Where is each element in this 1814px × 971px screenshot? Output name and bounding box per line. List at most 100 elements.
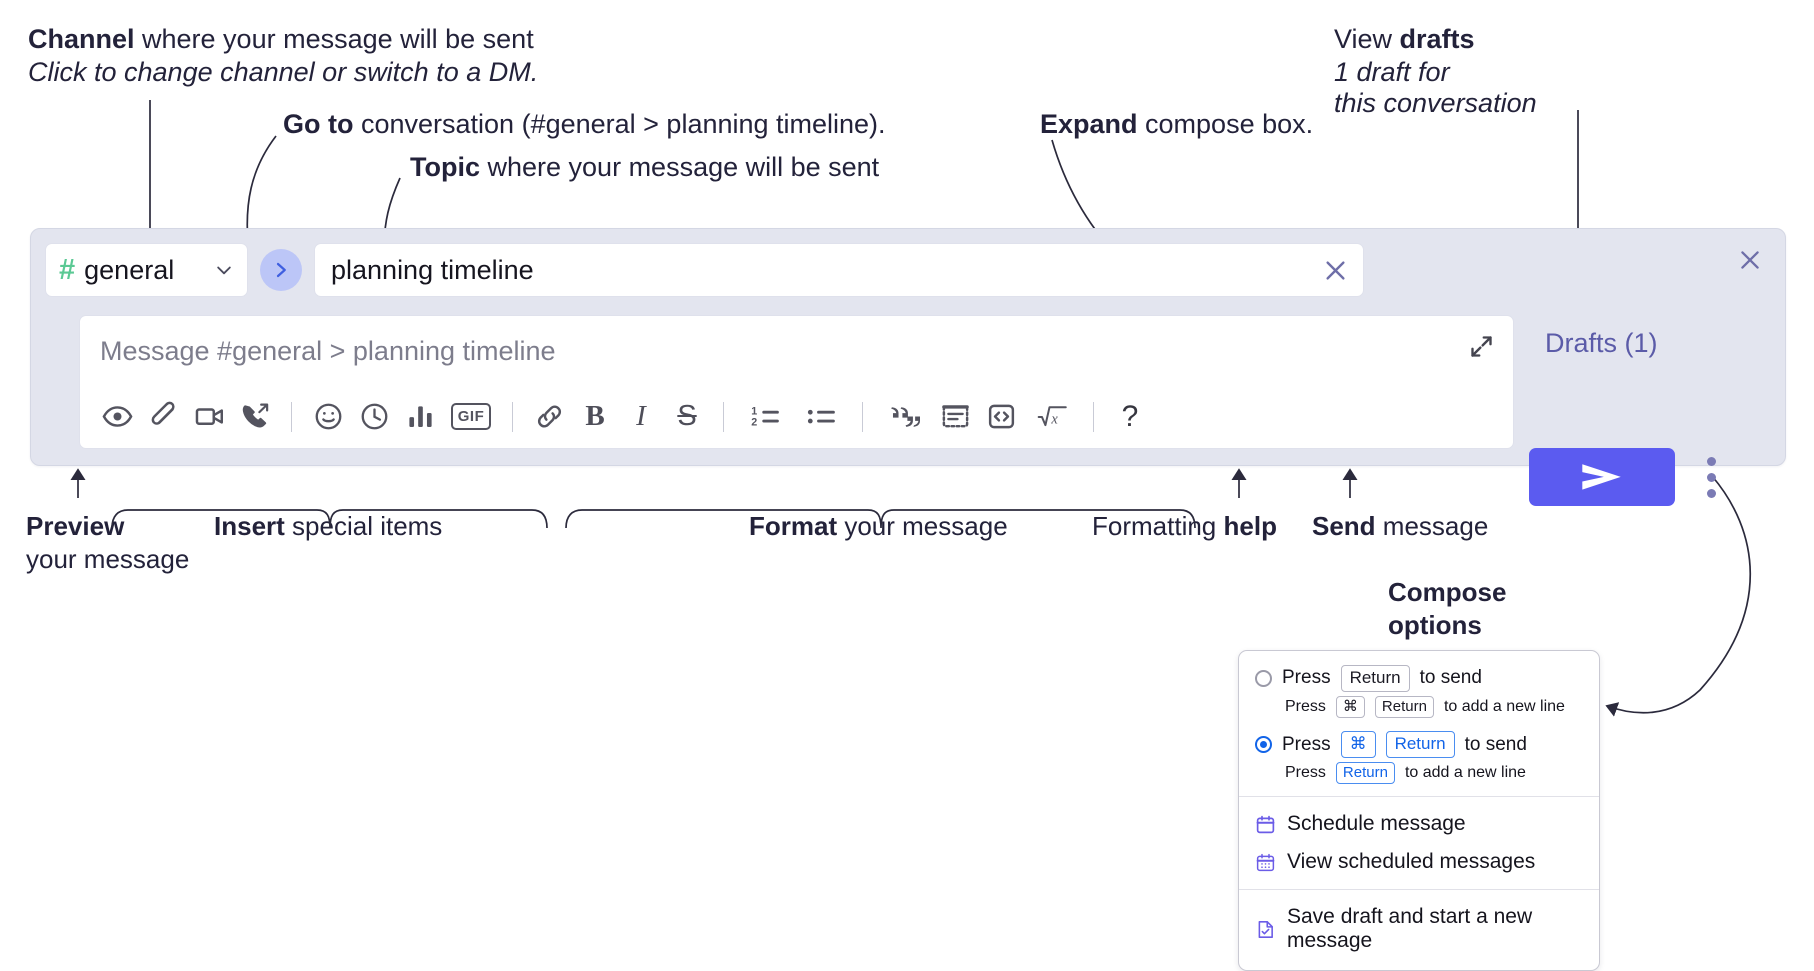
svg-text:1: 1 [751,406,757,418]
attachment-icon[interactable] [140,394,186,440]
annotation-channel-bold: Channel [28,24,135,54]
annotation-format: Format your message [749,510,1008,543]
annotation-topic-bold: Topic [410,152,480,182]
annotation-expand-bold: Expand [1040,109,1138,139]
annotation-drafts-line3: this conversation [1334,86,1537,121]
close-icon[interactable] [1733,243,1767,277]
channel-name: general [84,254,175,285]
annotation-drafts-pre: View [1334,24,1400,54]
gif-label: GIF [450,403,492,430]
menu-item-label: View scheduled messages [1287,850,1536,874]
annotation-expand: Expand compose box. [1040,107,1313,142]
chevron-down-icon [214,260,234,280]
menu-divider [1239,796,1599,798]
annotation-insert-bold: Insert [214,511,285,541]
svg-text:x: x [1050,411,1058,427]
annotation-channel-sub-text: Click to change channel or switch to a D… [28,57,539,87]
code-icon[interactable] [978,394,1024,440]
italic-icon[interactable]: I [618,394,664,440]
send-shortcut-options: Press Return to send Press ⌘ Return to a… [1239,651,1599,796]
send-icon [1582,464,1621,490]
send-option-cmd-return[interactable]: Press ⌘ Return to send [1239,729,1599,760]
compose-panel: # general planning timeline [30,228,1786,466]
annotation-send-rest: message [1375,511,1489,541]
annotation-drafts-line3-text: this conversation [1334,88,1537,118]
annotation-preview-bold: Preview [26,511,125,541]
clock-icon[interactable] [351,394,397,440]
radio-selected[interactable] [1255,736,1272,754]
gif-icon[interactable]: GIF [443,394,499,440]
annotation-compose-options-bold1: Compose [1388,577,1507,607]
italic-label: I [636,400,646,432]
annotation-preview-line2-text: your message [26,544,190,574]
send-button[interactable] [1529,448,1675,506]
annotation-goto-rest: conversation (#general > planning timeli… [353,109,886,139]
annotation-goto: Go to conversation (#general > planning … [283,107,886,142]
video-icon[interactable] [186,394,232,440]
annotation-drafts-line2-text: 1 draft for [1334,57,1450,87]
calendar-icon [1256,815,1275,834]
key-return: Return [1374,695,1434,719]
menu-item-label: Save draft and start a new message [1287,905,1533,953]
preview-icon[interactable] [94,394,140,440]
key-return: Return [1340,665,1410,692]
topic-input[interactable]: planning timeline [314,243,1364,297]
key-command: ⌘ [1340,731,1376,759]
strikethrough-label: S [677,400,697,432]
annotation-drafts-bold: drafts [1399,24,1475,54]
annotated-compose-diagram: Channel where your message will be sent … [26,22,1786,971]
option-press-label: Press [1282,733,1331,755]
poll-icon[interactable] [397,394,443,440]
code-block-icon[interactable] [932,394,978,440]
option-suffix: to send [1419,667,1482,689]
help-icon[interactable]: ? [1107,394,1153,440]
annotation-help-bold: help [1223,511,1277,541]
emoji-icon[interactable] [305,394,351,440]
annotation-insert-rest: special items [284,511,443,541]
help-label: ? [1121,399,1139,433]
drafts-link[interactable]: Drafts (1) [1545,328,1658,358]
toolbar-separator [291,401,292,432]
annotation-help: Formatting help [1092,510,1277,543]
math-icon[interactable]: x [1024,394,1080,440]
topic-value: planning timeline [331,254,534,285]
annotation-preview: Preview [26,510,124,543]
option-suffix: to send [1464,733,1527,755]
annotation-send: Send message [1312,510,1488,543]
strikethrough-icon[interactable]: S [664,394,710,440]
annotation-compose-options-1: Compose [1388,576,1506,609]
compose-header: # general planning timeline [45,243,1364,297]
annotation-drafts-line2: 1 draft for [1334,55,1450,90]
message-editor[interactable]: Message #general > planning timeline [79,315,1514,449]
more-vertical-icon [1706,488,1716,498]
menu-item-view-scheduled[interactable]: View scheduled messages [1239,843,1599,881]
calendar-grid-icon [1256,853,1275,871]
menu-item-save-draft[interactable]: Save draft and start a new message [1239,898,1599,960]
ordered-list-icon[interactable]: 1 2 [737,394,793,440]
more-vertical-icon [1706,472,1716,482]
sub-suffix: to add a new line [1443,698,1565,716]
message-placeholder: Message #general > planning timeline [100,336,556,366]
menu-item-label: Schedule message [1287,812,1466,836]
blockquote-icon[interactable] [876,394,932,440]
annotation-format-rest: your message [837,511,1008,541]
compose-options-menu: Press Return to send Press ⌘ Return to a… [1238,650,1600,971]
menu-item-schedule-message[interactable]: Schedule message [1239,805,1599,843]
compose-options-button[interactable] [1698,452,1724,502]
key-return: Return [1385,731,1455,759]
expand-icon[interactable] [1465,330,1497,362]
send-option-cmd-return-sub: Press Return to add a new line [1239,760,1599,786]
annotation-compose-options-2: options [1388,609,1482,642]
audio-call-icon[interactable] [232,394,278,440]
link-icon[interactable] [526,394,572,440]
send-option-return[interactable]: Press Return to send [1239,663,1599,694]
radio-unselected[interactable] [1255,669,1272,687]
send-option-return-sub: Press ⌘ Return to add a new line [1239,694,1599,720]
hash-icon: # [59,253,76,286]
bold-icon[interactable]: B [572,394,618,440]
channel-selector[interactable]: # general [45,243,248,297]
annotation-drafts: View drafts [1334,22,1475,57]
goto-conversation-button[interactable] [260,249,302,291]
bullet-list-icon[interactable] [793,394,849,440]
topic-clear-icon[interactable] [1322,257,1349,284]
